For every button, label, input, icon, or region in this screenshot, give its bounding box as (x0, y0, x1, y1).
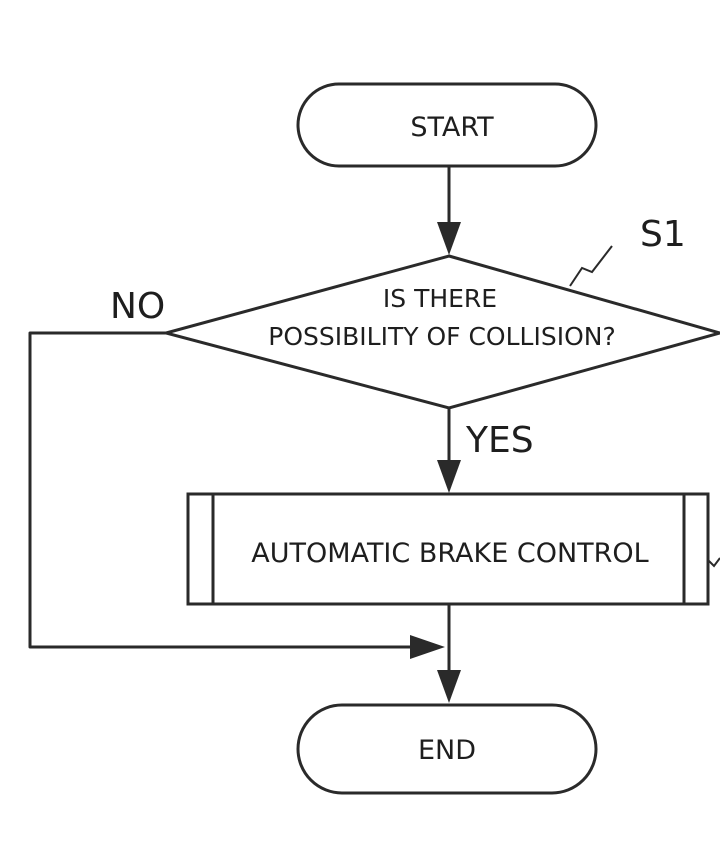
process-ref-leader-line (707, 557, 720, 568)
process-node: AUTOMATIC BRAKE CONTROL (186, 492, 710, 606)
process-label: AUTOMATIC BRAKE CONTROL (251, 538, 648, 569)
decision-label-line-2: POSSIBILITY OF COLLISION? (268, 322, 615, 351)
decision-node: IS THERE POSSIBILITY OF COLLISION? (160, 254, 720, 410)
start-label: START (410, 112, 494, 143)
no-label: NO (110, 286, 165, 327)
arrowhead-start-decision (437, 222, 461, 255)
step-ref-leader-line (569, 245, 613, 287)
start-terminator-shape (296, 82, 598, 168)
start-node: START (296, 82, 598, 168)
end-node: END (296, 703, 598, 795)
step-ref-label: S1 (640, 214, 686, 255)
arrowhead-no-path (410, 635, 445, 659)
end-terminator-shape (296, 703, 598, 795)
end-label: END (418, 735, 476, 766)
arrowhead-process-end (437, 670, 461, 703)
process-box-shape (186, 492, 710, 606)
yes-label: YES (465, 420, 534, 461)
connector-no-path (28, 331, 422, 649)
arrowhead-decision-process (437, 460, 461, 493)
decision-label-line-1: IS THERE (383, 284, 497, 313)
